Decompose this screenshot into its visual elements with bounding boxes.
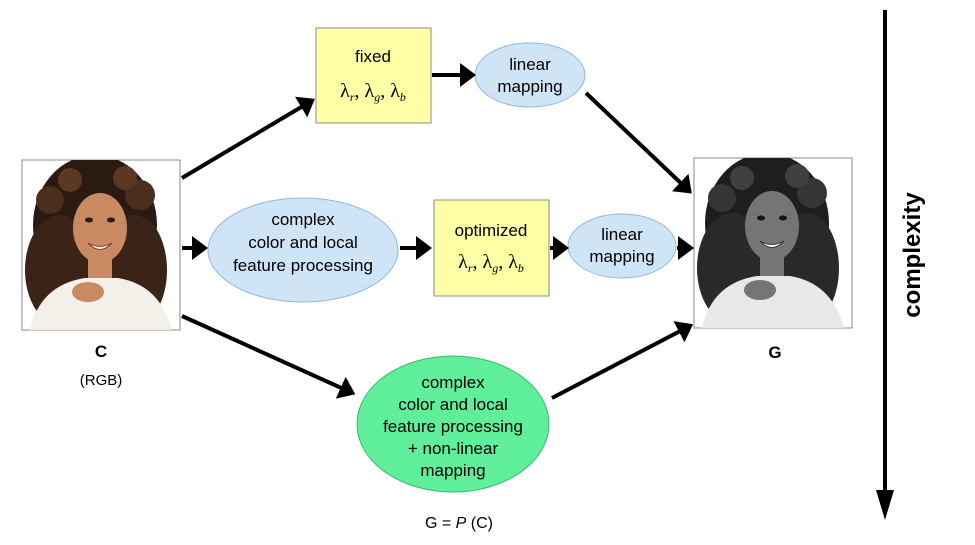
input-sublabel: (RGB)	[80, 372, 123, 389]
svg-text:color and local: color and local	[398, 395, 508, 414]
svg-text:complex: complex	[271, 210, 335, 229]
svg-text:+ non-linear: + non-linear	[408, 439, 499, 458]
optimized-lambda-box: optimized λr, λg, λb	[433, 199, 550, 297]
output-image	[693, 157, 853, 329]
arrow-mapping-to-output	[584, 91, 692, 194]
arrow-input-to-fixed	[180, 96, 315, 180]
svg-text:mapping: mapping	[420, 461, 485, 480]
top-linear-mapping-ellipse: linear mapping	[474, 42, 586, 108]
svg-text:mapping: mapping	[497, 77, 562, 96]
fixed-box-label: fixed	[355, 47, 391, 66]
optimized-box-label: optimized	[455, 221, 528, 240]
portrait-color-icon	[25, 160, 172, 330]
svg-text:linear: linear	[601, 225, 643, 244]
input-image	[21, 159, 181, 331]
svg-text:feature processing: feature processing	[383, 417, 523, 436]
nonlinear-processing-ellipse: complex color and local feature processi…	[356, 355, 550, 493]
input-label: C	[95, 342, 107, 361]
svg-text:feature processing: feature processing	[233, 256, 373, 275]
formula: G = P (C)	[425, 515, 493, 532]
svg-text:linear: linear	[509, 55, 551, 74]
arrow-input-to-nonlinear	[181, 314, 356, 399]
fixed-lambda-box: fixed λr, λg, λb	[315, 27, 432, 124]
complexity-axis: complexity	[876, 10, 926, 520]
complexity-label: complexity	[899, 192, 926, 318]
svg-text:mapping: mapping	[589, 247, 654, 266]
optimized-lambda-values: λr, λg, λb	[458, 251, 524, 275]
middle-processing-ellipse: complex color and local feature processi…	[207, 197, 399, 303]
portrait-grayscale-icon	[697, 158, 844, 328]
middle-linear-mapping-ellipse: linear mapping	[567, 213, 677, 279]
output-label: G	[768, 343, 781, 362]
complexity-arrow-head-icon	[876, 490, 894, 520]
svg-text:color and local: color and local	[248, 233, 358, 252]
fixed-lambda-values: λr, λg, λb	[340, 80, 406, 104]
svg-text:complex: complex	[421, 373, 485, 392]
arrow-nonlinear-to-output	[551, 321, 694, 400]
arrows	[180, 63, 694, 400]
